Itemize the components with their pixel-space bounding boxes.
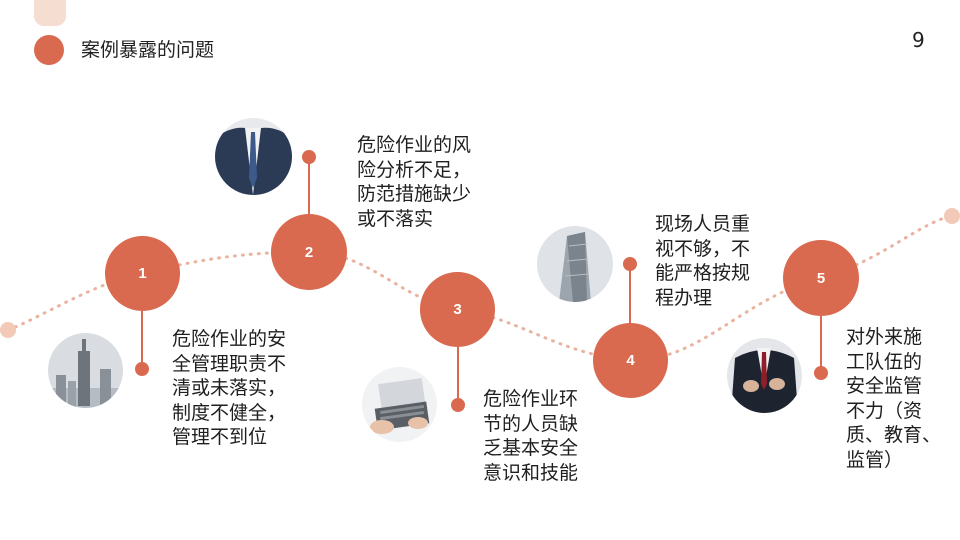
step-5-text: 对外来施工队伍的安全监管不力（资质、教育、监管） bbox=[846, 325, 941, 472]
step-5-connector bbox=[820, 316, 822, 368]
businessman-cufflink-photo bbox=[727, 338, 802, 413]
step-1-dot bbox=[135, 362, 149, 376]
step-2-dot bbox=[302, 150, 316, 164]
step-1-text: 危险作业的安全管理职责不清或未落实，制度不健全，管理不到位 bbox=[172, 327, 286, 450]
step-3-text: 危险作业环节的人员缺乏基本安全意识和技能 bbox=[483, 387, 578, 485]
step-4-connector bbox=[629, 268, 631, 323]
step-2-text: 危险作业的风险分析不足，防范措施缺少或不落实 bbox=[357, 133, 471, 231]
step-2-circle: 2 bbox=[271, 214, 347, 290]
step-3-dot bbox=[451, 398, 465, 412]
step-1-connector bbox=[141, 311, 143, 369]
wave-start-dot bbox=[0, 322, 16, 338]
step-3-connector bbox=[457, 347, 459, 405]
businessman-suit-photo bbox=[215, 118, 292, 195]
step-2-connector bbox=[308, 158, 310, 214]
step-4-circle: 4 bbox=[593, 323, 668, 398]
laptop-typing-photo bbox=[362, 367, 437, 442]
step-5-dot bbox=[814, 366, 828, 380]
step-5-circle: 5 bbox=[783, 240, 859, 316]
tower-building-photo bbox=[537, 226, 613, 302]
step-4-text: 现场人员重视不够，不能严格按规程办理 bbox=[655, 212, 750, 310]
step-4-dot bbox=[623, 257, 637, 271]
step-1-circle: 1 bbox=[105, 236, 180, 311]
skyscraper-photo bbox=[48, 333, 123, 408]
step-3-circle: 3 bbox=[420, 272, 495, 347]
wave-end-dot bbox=[944, 208, 960, 224]
